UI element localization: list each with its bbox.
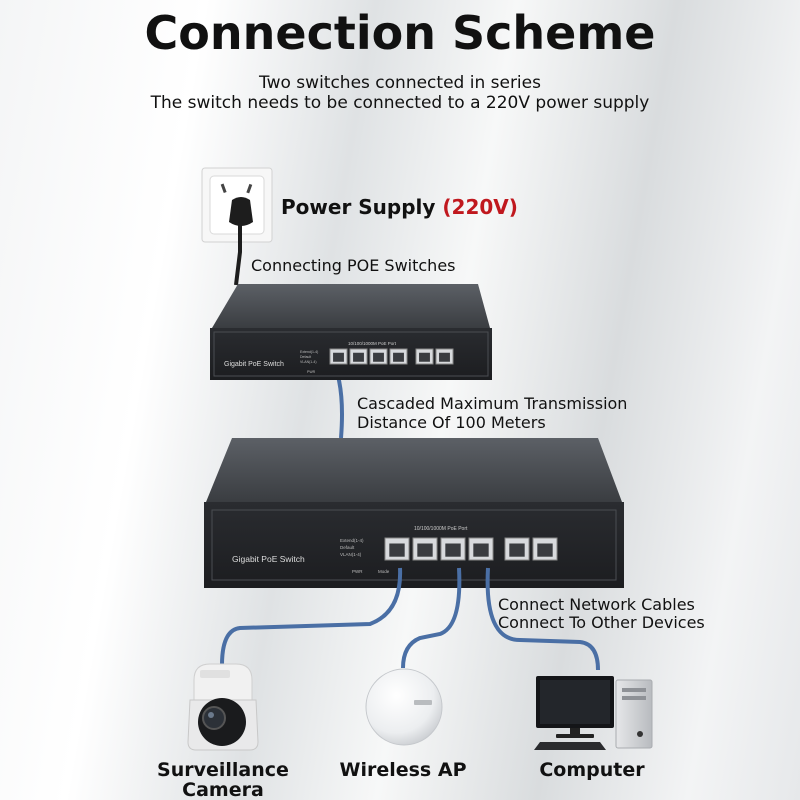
computer-icon: [534, 676, 653, 750]
switch-small-port-header: 10/100/1000M PoE Port: [348, 341, 397, 346]
switch-large-body: [204, 438, 624, 588]
network-label-line2: Connect To Other Devices: [498, 613, 705, 632]
rj45-port-socket: [509, 543, 525, 557]
switch-large-dip-1: Extend(1-4): [340, 538, 364, 543]
computer-cable: [485, 567, 600, 671]
wireless-ap-icon: [365, 668, 443, 746]
ap-cable: [401, 567, 462, 669]
switch-large-dip-3: VLAN(1-4): [340, 552, 362, 557]
camera-cable: [220, 567, 403, 666]
camera-label-line2: Camera: [182, 779, 264, 800]
power-plug-icon: [229, 197, 253, 286]
rj45-port-socket: [353, 352, 364, 362]
switch-small-dip-3: VLAN(1-4): [300, 360, 317, 364]
switch-large-ports: [384, 537, 558, 561]
rj45-port-socket: [373, 352, 384, 362]
computer-label: Computer: [539, 759, 645, 781]
rj45-port-socket: [417, 543, 433, 557]
rj45-port-socket: [389, 543, 405, 557]
switch-large-port-header: 10/100/1000M PoE Port: [414, 526, 468, 532]
rj45-port-socket: [333, 352, 344, 362]
subtitle-line2: The switch needs to be connected to a 22…: [150, 93, 650, 113]
switch-small-dip-2: Default: [300, 355, 311, 359]
rj45-port-socket: [393, 352, 404, 362]
switch-large-mode: Mode: [378, 569, 390, 574]
cascade-label-line1: Cascaded Maximum Transmission: [357, 394, 628, 413]
power-supply-text: Power Supply: [281, 195, 436, 219]
rj45-port-socket: [473, 543, 489, 557]
switch-small-name: Gigabit PoE Switch: [224, 361, 284, 368]
rj45-port-socket: [445, 543, 461, 557]
camera-label-line1: Surveillance: [157, 759, 289, 781]
cascade-cable: [336, 375, 344, 439]
connecting-label: Connecting POE Switches: [251, 256, 456, 275]
ap-label: Wireless AP: [339, 759, 467, 781]
power-supply-label: Power Supply (220V): [281, 195, 518, 219]
rj45-port-socket: [419, 352, 430, 362]
network-label-line1: Connect Network Cables: [498, 595, 695, 614]
power-supply-voltage: (220V): [442, 195, 518, 219]
cascade-label-line2: Distance Of 100 Meters: [357, 413, 546, 432]
page-title: Connection Scheme: [144, 6, 656, 60]
subtitle-line1: Two switches connected in series: [259, 73, 541, 93]
switch-small-ports: [329, 348, 454, 365]
switch-large-dip-2: Default: [340, 545, 355, 550]
switch-small-pwr: PWR: [307, 370, 316, 374]
switch-large-name: Gigabit PoE Switch: [232, 554, 305, 564]
surveillance-camera-icon: [187, 663, 259, 751]
rj45-port-socket: [439, 352, 450, 362]
rj45-port-socket: [537, 543, 553, 557]
switch-large-pwr: PWR: [352, 569, 363, 574]
switch-small-dip-1: Extend(1-4): [300, 350, 318, 354]
